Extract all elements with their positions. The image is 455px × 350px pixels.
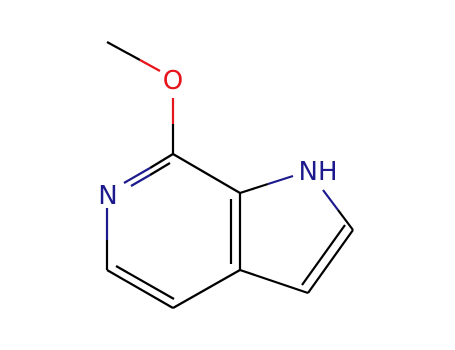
bond-c2-c3-inner [301,224,346,286]
bond-methyl-o-right [139,59,161,72]
bond-c7-n6-inner-black [149,162,171,176]
oxygen-atom-label: O [163,66,183,96]
bond-methyl-o-left [106,41,141,61]
bond-c7-n6-inner-blue [130,174,151,187]
bond-c7a-n1-blue [267,174,294,186]
bond-c7a-n1-black [239,182,269,195]
bond-n1-c2-black [337,209,354,231]
bond-c5-c4-inner [115,265,175,300]
bond-n1-c2-blue [322,189,339,211]
bond-c5-c4-outer [106,269,174,309]
pyrrole-nitrogen-label: NH [299,157,338,187]
pyridine-nitrogen-label: N [98,181,117,211]
bond-c4-c3a [172,269,241,309]
bond-c2-c3-outer [307,229,354,294]
bond-c7a-c7 [172,153,241,194]
bond-c7-n6-outer-black [149,153,174,169]
bond-c7-n6-outer-blue [123,167,151,184]
bond-c3-c3a [239,268,309,295]
